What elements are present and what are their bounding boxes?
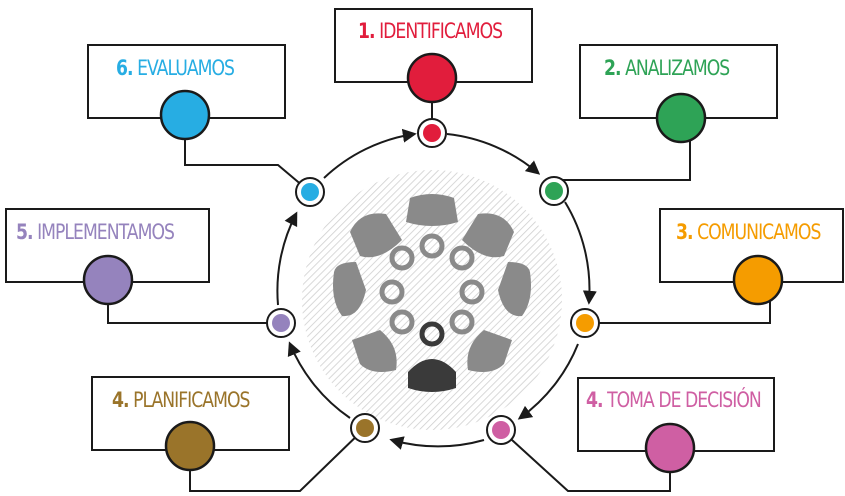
step-3-number: 3. [676, 220, 694, 244]
step-4-text: TOMA DE DECISIÓN [607, 388, 762, 412]
step-5-number: 5. [16, 220, 34, 244]
label-boxes [5, 8, 844, 452]
cycle-arrows [276, 128, 597, 450]
meeting-table-icon [302, 170, 562, 430]
step-5-marker [82, 254, 134, 306]
step-2-number: 2. [604, 56, 622, 80]
step-1-marker [406, 52, 458, 104]
step-4b-marker [164, 420, 216, 472]
step-1-text: IDENTIFICAMOS [379, 19, 503, 43]
step-2-label: 2. ANALIZAMOS [604, 55, 730, 81]
step-6-marker [159, 89, 211, 141]
step-6-label: 6. EVALUAMOS [116, 55, 235, 81]
step-2-marker [655, 92, 707, 144]
step-4-number: 4. [586, 388, 604, 412]
step-4-marker [644, 422, 696, 474]
step-1-label: 1. IDENTIFICAMOS [358, 18, 503, 44]
step-5-text: IMPLEMENTAMOS [37, 220, 175, 244]
step-4b-number: 4. [112, 388, 130, 412]
step-3-label: 3. COMUNICAMOS [676, 219, 821, 245]
step-1-number: 1. [358, 19, 376, 43]
step-3-text: COMUNICAMOS [697, 220, 821, 244]
step-4b-text: PLANIFICAMOS [133, 388, 250, 412]
step-2-text: ANALIZAMOS [625, 56, 730, 80]
step-4-label: 4. TOMA DE DECISIÓN [586, 387, 762, 413]
step-3-marker [732, 254, 784, 306]
step-4b-label: 4. PLANIFICAMOS [112, 387, 250, 413]
step-6-text: EVALUAMOS [137, 56, 235, 80]
step-5-label: 5. IMPLEMENTAMOS [16, 219, 175, 245]
step-6-number: 6. [116, 56, 134, 80]
